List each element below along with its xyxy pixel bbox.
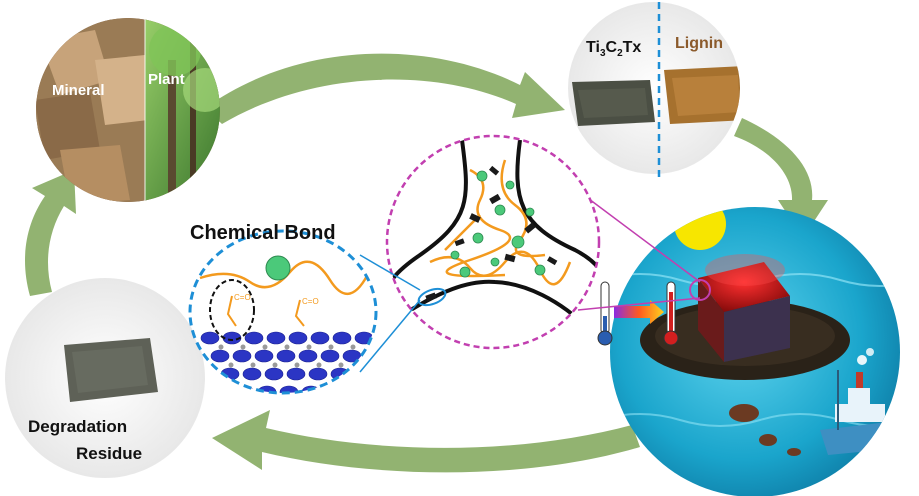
thermometer-icon-cold [597, 281, 613, 346]
degradation-label-line2: Residue [76, 444, 142, 463]
arrow-right [734, 118, 828, 238]
arrow-bottom [212, 410, 640, 473]
ti3c2tx-lignin-circle: Ti3C2Tx Lignin [568, 2, 740, 180]
cycle-arrows [25, 53, 828, 473]
sun-icon [674, 207, 726, 250]
carbonyl-label-2: C=O [302, 297, 319, 306]
lignin-label: Lignin [675, 35, 723, 52]
heat-arrow [614, 300, 664, 324]
arrow-top [205, 53, 565, 124]
arrow-left [25, 170, 76, 296]
sponge-top [698, 262, 790, 312]
zoom-circle-border [385, 134, 601, 350]
bond-circle-border [188, 229, 378, 395]
green-sphere [265, 255, 291, 281]
zoom-connectors [577, 195, 701, 311]
degradation-residue-circle: Degradation Residue [5, 278, 205, 478]
degradation-label-line1: Degradation [28, 417, 127, 436]
bond-highlight [209, 279, 255, 341]
thermometer-icon-hot [663, 281, 679, 346]
plant-label: Plant [148, 71, 185, 88]
solar-water-scene [597, 207, 900, 496]
ti3c2tx-label: Ti3C2Tx [586, 39, 641, 59]
carbonyl-label-1: C=O [234, 293, 251, 302]
network-zoom-circle [385, 134, 601, 350]
bond-connectors [359, 254, 421, 373]
chemical-bond-label: Chemical Bond [190, 222, 336, 244]
chemical-bond-circle: C=O C=O Chemical Bond [188, 222, 378, 395]
mineral-label: Mineral [52, 82, 105, 99]
